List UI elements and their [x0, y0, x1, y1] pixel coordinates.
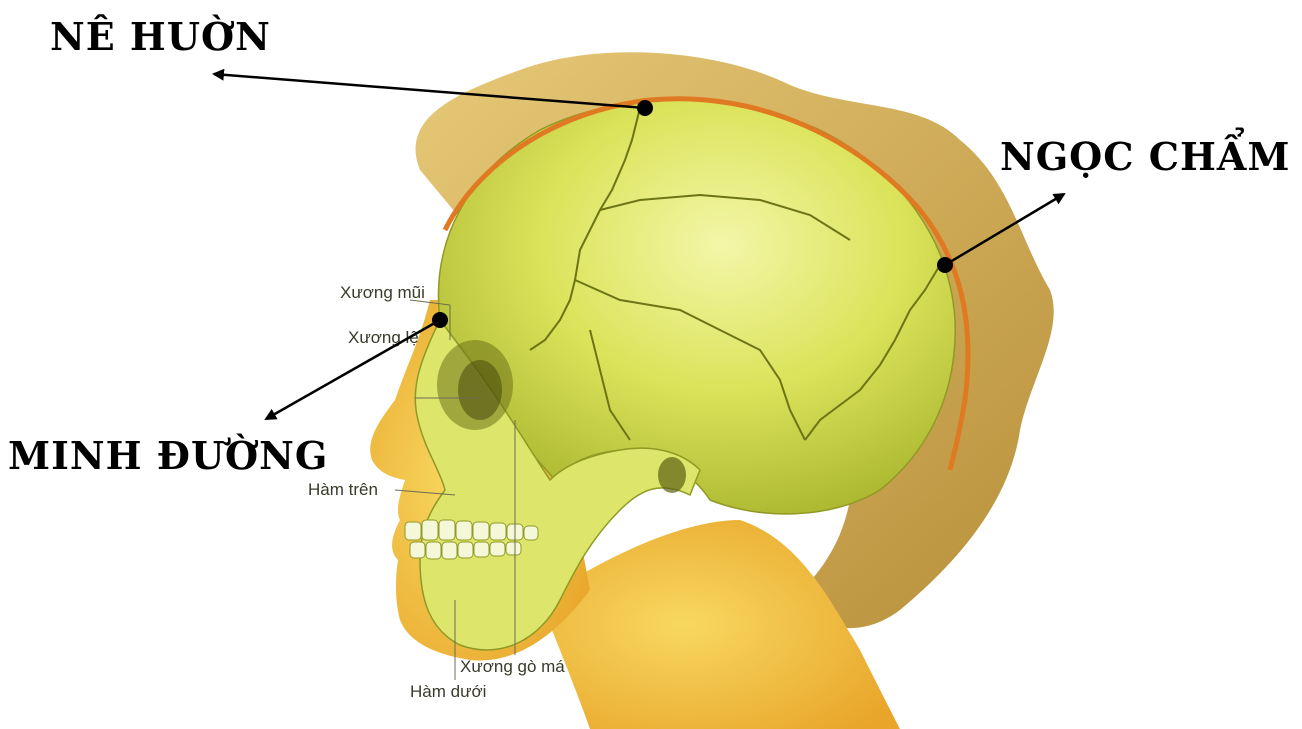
point-minh-duong: [432, 312, 448, 328]
label-maxilla: Hàm trên: [308, 480, 378, 499]
callout-ngoc-cham: NGỌC CHẨM: [1000, 138, 1290, 176]
ear-canal: [658, 457, 686, 493]
point-ne-huon: [637, 100, 653, 116]
eye-orbit-inner: [458, 360, 502, 420]
point-ngoc-cham: [937, 257, 953, 273]
label-nasal-bone: Xương mũi: [340, 283, 425, 302]
label-zygomatic-bone: Xương gò má: [460, 657, 565, 676]
callout-minh-duong: MINH ĐƯỜNG: [8, 437, 328, 475]
callout-ne-huon: NÊ HUỜN: [50, 18, 271, 56]
label-mandible: Hàm dưới: [410, 682, 486, 701]
